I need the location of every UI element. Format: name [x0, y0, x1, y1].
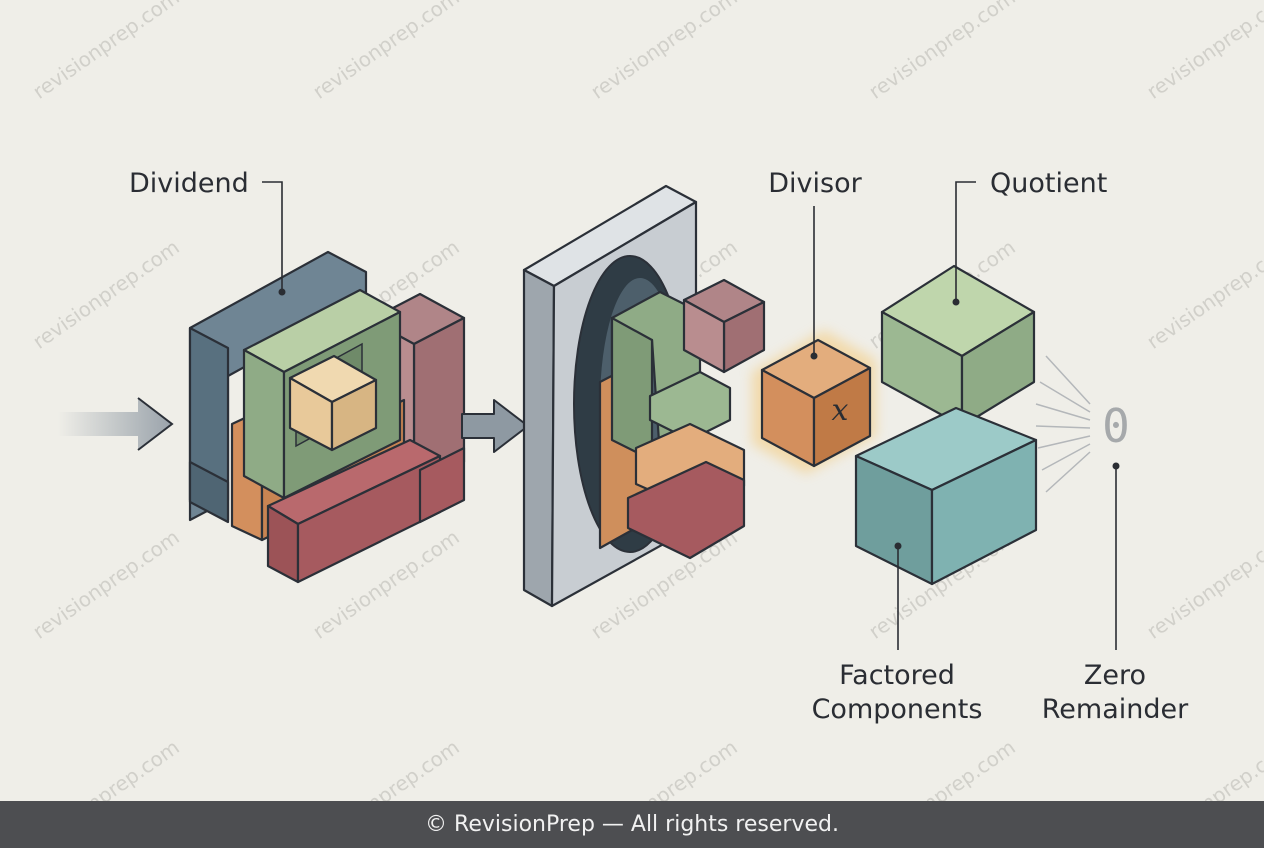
- radiating-lines-icon: [1035, 355, 1091, 493]
- divisor-variable: x: [832, 393, 849, 428]
- divisor-label: Divisor: [768, 168, 862, 199]
- flow-arrow-icon: [461, 399, 529, 453]
- watermark-text: revisionprep.com: [28, 525, 183, 644]
- watermark-text: revisionprep.com: [1142, 0, 1264, 104]
- divisor-cube: [752, 330, 876, 474]
- quotient-cube: [880, 264, 1036, 428]
- zero-remainder-label-line2: Remainder: [1042, 694, 1189, 725]
- input-arrow-icon: [58, 397, 174, 451]
- zero-remainder-label-line1: Zero: [1084, 660, 1146, 691]
- watermark-text: revisionprep.com: [586, 0, 741, 104]
- watermark-text: revisionprep.com: [1142, 525, 1264, 644]
- division-gate: [522, 184, 766, 608]
- quotient-label: Quotient: [990, 168, 1107, 199]
- leader-lines: [262, 181, 1120, 650]
- factored-components-block: [854, 406, 1038, 586]
- watermark-text: revisionprep.com: [308, 0, 463, 104]
- watermark-text: revisionprep.com: [28, 235, 183, 354]
- dividend-block: [188, 250, 466, 584]
- factored-components-label-line1: Factored: [839, 660, 955, 691]
- factored-components-label-line2: Components: [812, 694, 983, 725]
- zero-symbol: 0: [1102, 399, 1130, 453]
- dividend-label: Dividend: [129, 168, 249, 199]
- copyright-footer: © RevisionPrep — All rights reserved.: [0, 801, 1264, 848]
- watermark-text: revisionprep.com: [28, 0, 183, 104]
- watermark-text: revisionprep.com: [864, 0, 1019, 104]
- watermark-text: revisionprep.com: [1142, 235, 1264, 354]
